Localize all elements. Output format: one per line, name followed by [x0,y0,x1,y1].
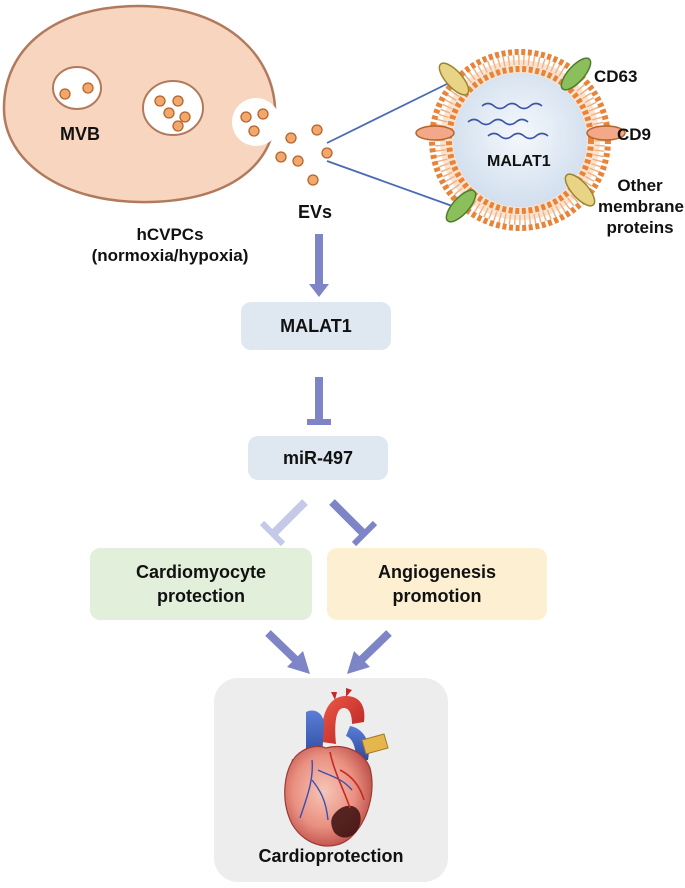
mvb-2 [142,80,204,136]
vesicle-lumen [453,73,587,207]
effect2-line2: promotion [392,586,482,606]
cd9-protein [586,125,626,141]
zoom-line-bottom [326,160,456,208]
effect2-line1: Angiogenesis [377,562,497,582]
membrane-inner-heads [446,66,594,214]
other-protein-2 [445,189,477,223]
producing-cell [2,4,280,204]
budding-vesicle-pocket [232,98,280,146]
arrow-effect2-to-outcome [347,630,392,674]
cd9-label: CD9 [617,125,652,144]
source-cell-line1: hCVPCs [136,225,204,244]
effect1-line2: protection [156,586,245,606]
malat1-box: MALAT1 [241,302,391,350]
source-cell-label: hCVPCs (normoxia/hypoxia) [70,224,270,266]
inhibit-mir497-left [259,499,308,547]
rna-strands [467,102,549,140]
mir497-box: miR-497 [248,436,388,480]
cd63-protein [560,57,592,91]
released-evs [275,124,333,186]
other-protein [564,173,596,207]
zoom-line-top [326,79,456,144]
mir497-box-label: miR-497 [282,448,354,468]
inhibit-malat1-to-mir497 [307,377,331,425]
cd63-label: CD63 [594,67,638,86]
cell-body [2,4,277,204]
cardioprotection-label: Cardioprotection [258,846,404,866]
cd9-protein-2 [415,125,455,141]
other-proteins-label: Other membrane proteins [598,175,684,238]
other-proteins-line1: Other [617,176,663,195]
evs-label: EVs [298,202,333,222]
arrow-effect1-to-outcome [265,630,310,674]
other-proteins-line3: proteins [606,218,674,237]
arrow-evs-to-malat1 [309,234,329,297]
inhibit-mir497-right [329,499,378,547]
vesicle-cargo-label: MALAT1 [487,153,551,170]
mvb-1 [52,66,102,110]
cardiomyocyte-protection-box: Cardiomyocyte protection [90,548,312,620]
other-proteins-line2: membrane [598,197,684,216]
effect1-line1: Cardiomyocyte [135,562,267,582]
angiogenesis-promotion-box: Angiogenesis promotion [327,548,547,620]
mvb-label: MVB [60,124,100,144]
cd63-protein-2 [438,62,470,96]
malat1-box-label: MALAT1 [280,316,352,336]
source-cell-line2: (normoxia/hypoxia) [91,246,249,265]
heart-icon [284,688,389,847]
enlarged-ev [415,49,626,231]
